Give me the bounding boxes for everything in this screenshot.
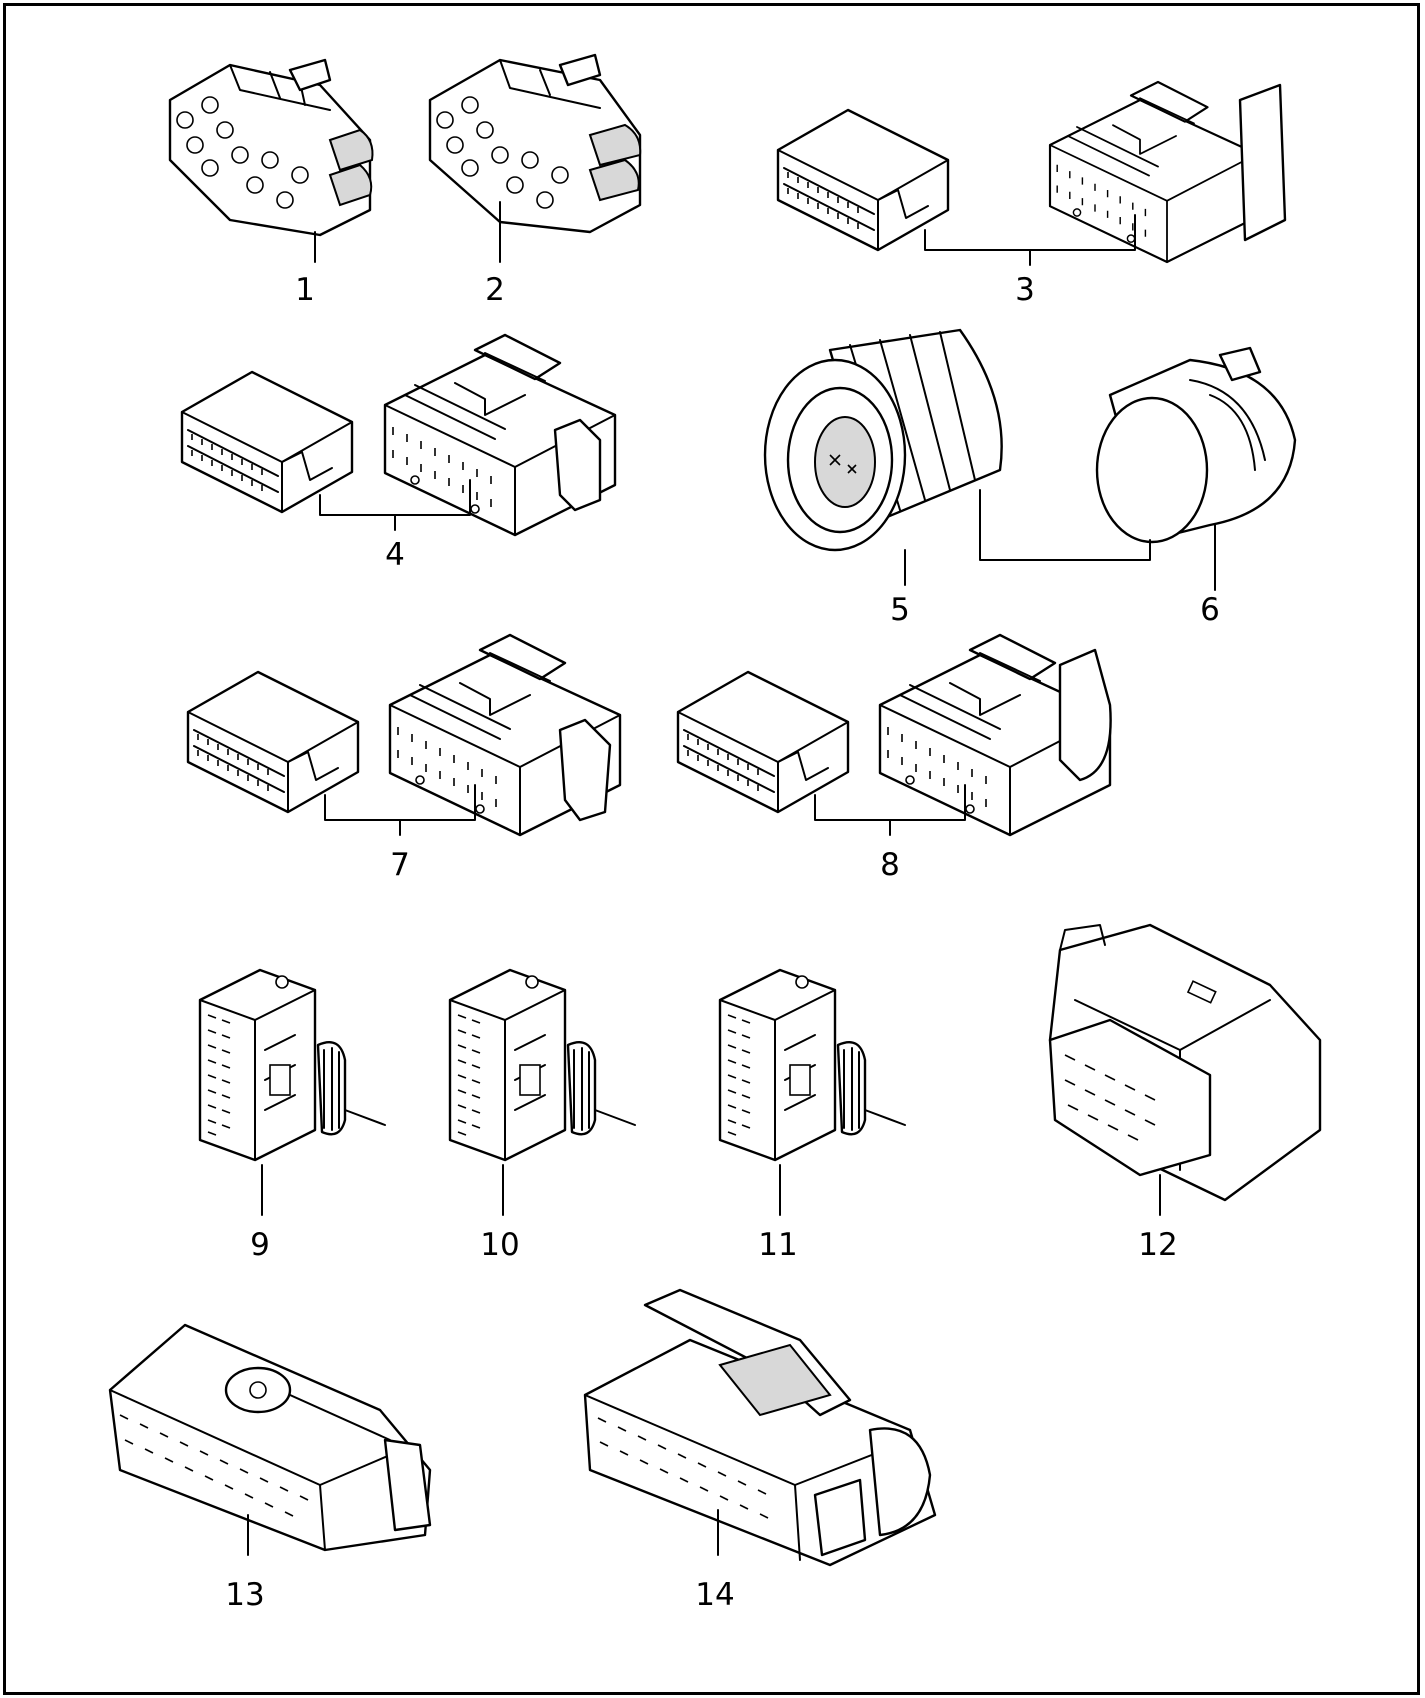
callout-8: 8 (880, 847, 900, 883)
part-6-round-connector (979, 346, 1297, 591)
callout-6: 6 (1200, 592, 1220, 628)
callout-4: 4 (385, 537, 405, 573)
callout-10: 10 (480, 1227, 519, 1263)
part-5-round-connector (763, 328, 1003, 586)
part-4-connector-pair (180, 333, 617, 537)
part-11-connector (718, 968, 907, 1216)
part-14-connector (583, 1288, 937, 1567)
part-8-connector-pair (676, 633, 1112, 837)
part-12-connector (1048, 923, 1322, 1216)
part-3-connector-pair (776, 80, 1287, 266)
part-2-connector (428, 53, 642, 263)
callout-1: 1 (295, 272, 315, 308)
part-7-connector-pair (186, 633, 622, 837)
callout-9: 9 (250, 1227, 270, 1263)
callout-2: 2 (485, 272, 505, 308)
callout-14: 14 (695, 1577, 734, 1613)
callout-3: 3 (1015, 272, 1035, 308)
callout-12: 12 (1138, 1227, 1177, 1263)
callout-7: 7 (390, 847, 410, 883)
callout-5: 5 (890, 592, 910, 628)
callout-13: 13 (225, 1577, 264, 1613)
part-10-connector (448, 968, 637, 1216)
part-9-connector (198, 968, 387, 1216)
part-13-connector (108, 1323, 432, 1556)
callout-11: 11 (758, 1227, 797, 1263)
part-1-connector (168, 58, 374, 263)
